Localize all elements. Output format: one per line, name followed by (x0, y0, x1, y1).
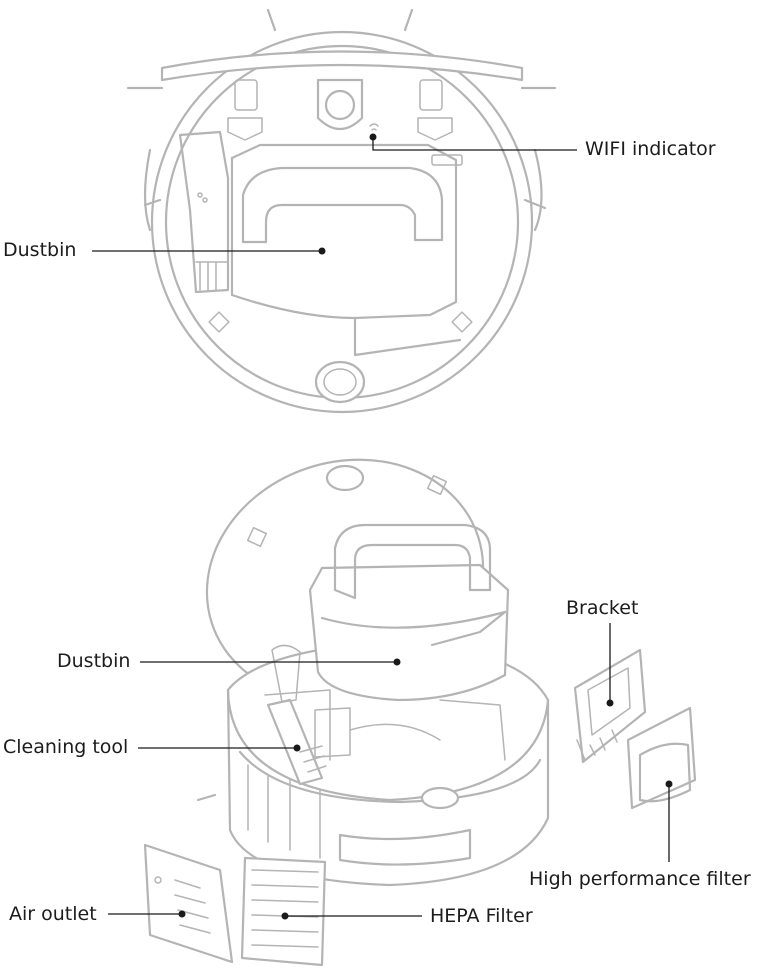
leader-wifi (372, 137, 577, 151)
label-dustbin-top: Dustbin (3, 239, 77, 261)
exploded-view-robot (143, 458, 697, 967)
label-cleaning-tool: Cleaning tool (3, 736, 129, 758)
label-hepa-filter: HEPA Filter (430, 905, 533, 927)
label-dustbin-bottom: Dustbin (57, 650, 131, 672)
label-wifi-indicator: WIFI indicator (585, 138, 716, 160)
top-view-robot (126, 8, 557, 414)
label-high-performance-filter: High performance filter (529, 868, 751, 890)
callout-lines (92, 133, 673, 920)
label-air-outlet: Air outlet (9, 903, 97, 925)
label-bracket: Bracket (566, 597, 639, 619)
